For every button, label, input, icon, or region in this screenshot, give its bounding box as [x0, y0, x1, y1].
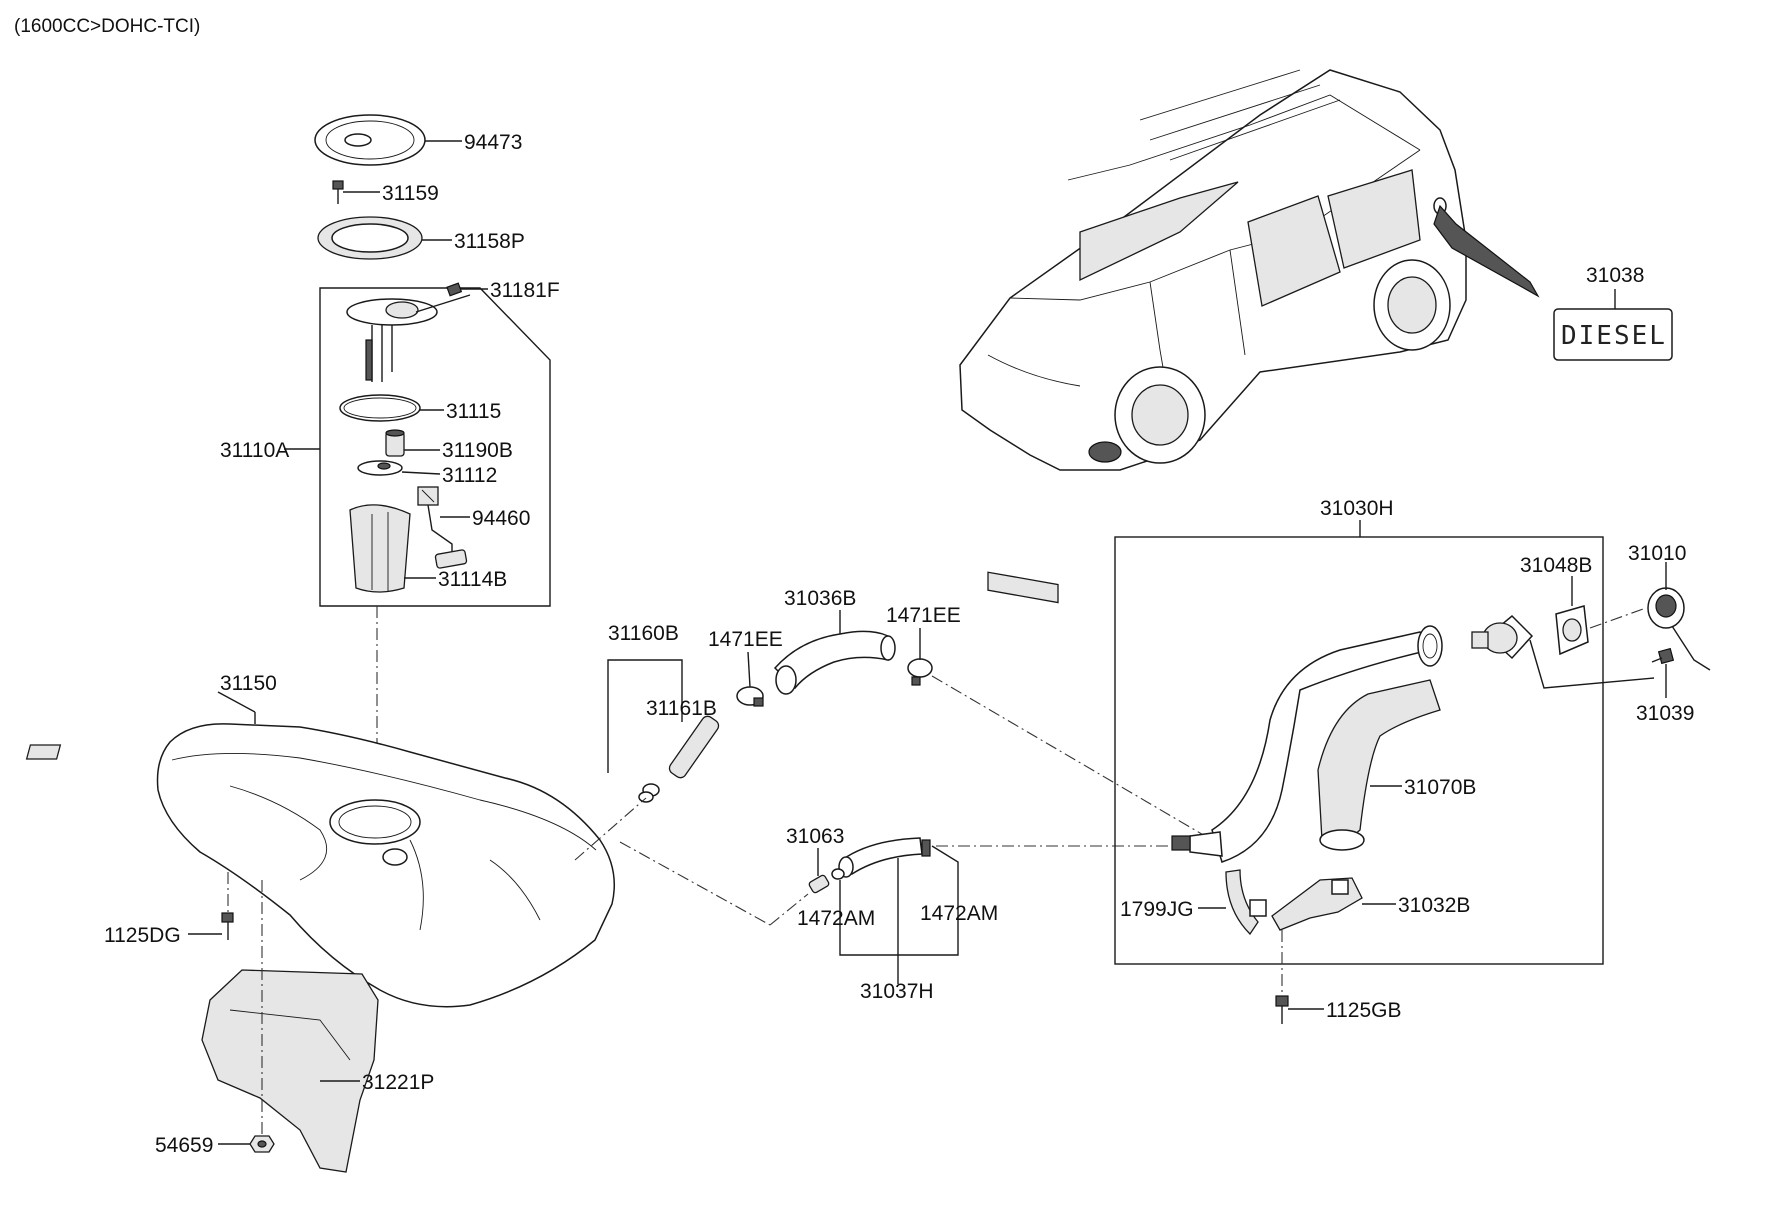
label-31039: 31039	[1636, 702, 1694, 725]
filler-neck-pipe	[1171, 625, 1443, 863]
label-31112: 31112	[442, 464, 497, 487]
diesel-decal-31038: 31038 DIESEL	[1553, 264, 1673, 361]
label-31030H: 31030H	[1320, 497, 1394, 520]
label-31158P: 31158P	[454, 230, 525, 253]
label-54659: 54659	[155, 1134, 213, 1157]
clamp-1471EE-left: 1471EE	[708, 628, 783, 707]
label-31032B: 31032B	[1398, 894, 1470, 917]
filler-housing	[1471, 614, 1655, 689]
sender-94460: 94460	[417, 486, 530, 569]
bolt-1125GB: 1125GB	[1275, 995, 1402, 1024]
retainer-ring-31158P: 31158P	[317, 216, 525, 260]
nut-54659: 54659	[155, 1134, 275, 1157]
label-31110A: 31110A	[220, 439, 289, 462]
label-94473: 94473	[464, 131, 522, 154]
clamp-1471EE-right: 1471EE	[886, 604, 961, 686]
label-31070B: 31070B	[1404, 776, 1476, 799]
diesel-decal-text: DIESEL	[1561, 321, 1667, 351]
bracket-31032B: 31032B	[1271, 877, 1470, 931]
hose-31036B: 31036B	[773, 587, 896, 695]
fuel-pump-cover-94473: 94473	[314, 114, 522, 166]
label-1471EE-left: 1471EE	[708, 628, 783, 651]
filler-hose-31070B: 31070B	[1317, 679, 1476, 851]
label-31160B: 31160B	[608, 622, 679, 645]
label-1472AM-right: 1472AM	[920, 902, 998, 925]
vent-hose-31037H: 1472AM 1472AM 31037H	[797, 837, 998, 1003]
label-31161B: 31161B	[646, 697, 717, 720]
fuel-cap-31010: 31010	[1589, 542, 1711, 671]
o-ring-31115: 31115	[339, 394, 501, 423]
filler-pipe-31161B: 31161B	[638, 697, 720, 803]
fuel-tank-31150: 31150	[25, 672, 615, 1008]
label-1471EE-right: 1471EE	[886, 604, 961, 627]
label-31150: 31150	[220, 672, 277, 695]
label-31190B: 31190B	[442, 439, 513, 462]
label-1799JG: 1799JG	[1120, 898, 1194, 921]
vehicle-illustration	[959, 69, 1540, 604]
heat-shield-31221P: 31221P	[201, 969, 434, 1173]
reservoir-cup-31114B: 31114B	[349, 504, 507, 593]
label-31036B: 31036B	[784, 587, 856, 610]
label-94460: 94460	[472, 507, 530, 530]
bracket-31160B: 31160B	[607, 622, 683, 773]
screw-31039: 31039	[1636, 647, 1694, 725]
label-1125GB: 1125GB	[1326, 999, 1402, 1022]
label-31037H: 31037H	[860, 980, 934, 1003]
bolt-1125DG: 1125DG	[104, 912, 234, 947]
label-1125DG: 1125DG	[104, 924, 181, 947]
label-31114B: 31114B	[438, 568, 507, 591]
engine-spec-header: (1600CC>DOHC-TCI)	[14, 16, 200, 37]
screw-31159: 31159	[332, 180, 439, 205]
label-31063: 31063	[786, 825, 844, 848]
filter-31112: 31112	[357, 460, 497, 487]
label-31115: 31115	[446, 400, 501, 423]
label-31010: 31010	[1628, 542, 1686, 565]
label-31221P: 31221P	[362, 1071, 434, 1094]
label-31159: 31159	[382, 182, 439, 205]
label-1472AM-left: 1472AM	[797, 907, 875, 930]
screw-31181F: 31181F	[446, 279, 560, 302]
filler-assembly-frame	[1114, 536, 1604, 965]
label-31038: 31038	[1586, 264, 1644, 287]
label-31048B: 31048B	[1520, 554, 1592, 577]
connector-31063: 31063	[786, 825, 844, 894]
pump-flange	[346, 294, 471, 382]
label-31181F: 31181F	[490, 279, 560, 302]
strap-1799JG: 1799JG	[1120, 869, 1267, 936]
regulator-31190B: 31190B	[385, 429, 513, 462]
gasket-31048B: 31048B	[1520, 554, 1592, 656]
